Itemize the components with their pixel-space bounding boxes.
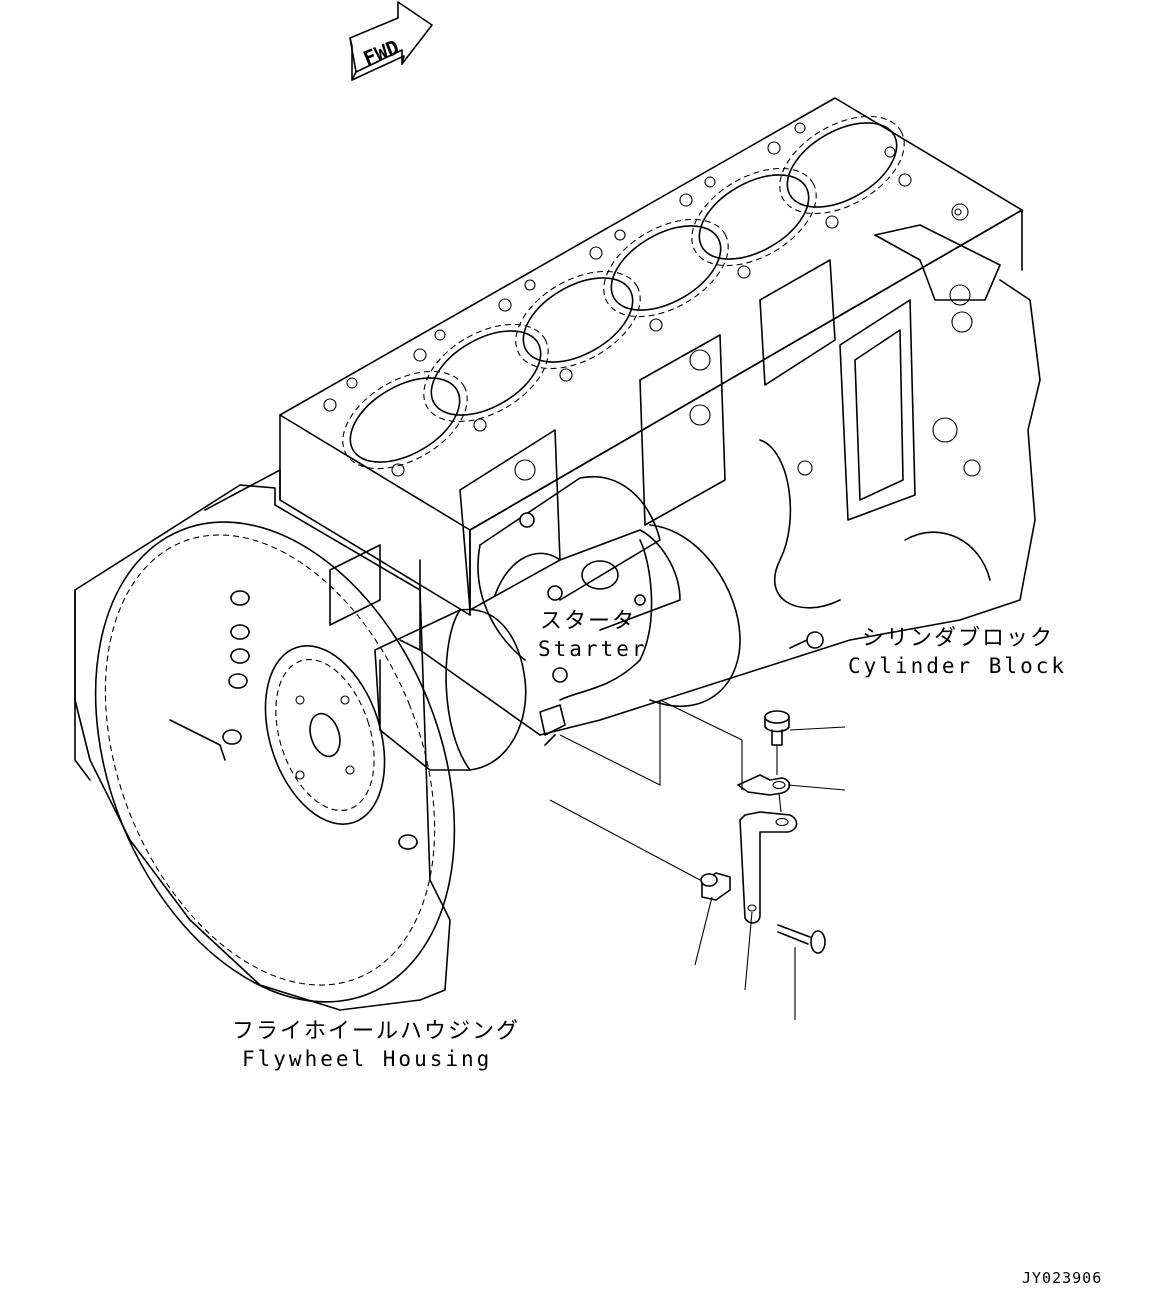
drawing-code: JY023906 bbox=[1022, 1269, 1102, 1287]
flywheel-housing-label-en: Flywheel Housing bbox=[242, 1047, 492, 1071]
head-bolt-holes bbox=[323, 122, 969, 477]
bracket-clip bbox=[737, 774, 791, 796]
flywheel bbox=[264, 645, 386, 825]
bracket-stay bbox=[739, 811, 798, 924]
cylinder-bores bbox=[342, 115, 905, 470]
cylinder-block bbox=[279, 97, 1041, 736]
starter-motor bbox=[374, 475, 741, 771]
housing-bolts bbox=[222, 590, 418, 850]
bracket-bolt-upper bbox=[764, 710, 790, 746]
cylinder-block-label-en: Cylinder Block bbox=[848, 654, 1067, 678]
starter-label-en: Starter bbox=[538, 637, 648, 661]
starter-label-jp: スタータ bbox=[540, 609, 636, 634]
bracket-assembly bbox=[549, 699, 846, 1020]
flywheel-housing-label-jp: フライホイールハウジング bbox=[232, 1019, 520, 1044]
flywheel-housing bbox=[74, 469, 456, 1011]
spacer-collar bbox=[700, 872, 731, 901]
cylinder-block-label-jp: シリンダブロック bbox=[862, 626, 1054, 651]
bracket-bolt-lower bbox=[777, 924, 826, 954]
fwd-arrow-icon: FWD bbox=[349, 1, 433, 81]
